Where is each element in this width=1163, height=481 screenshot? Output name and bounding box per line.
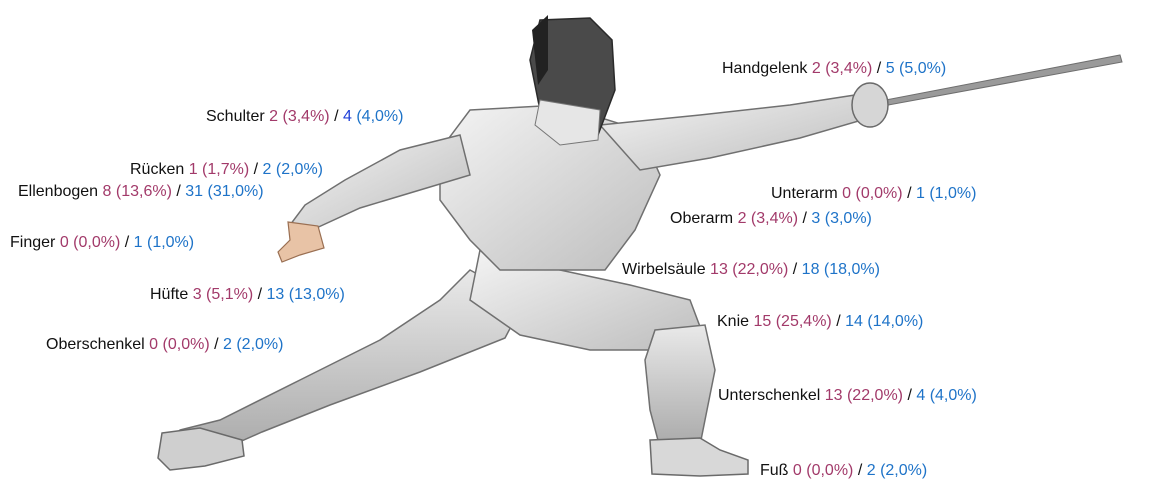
label-huefte: Hüfte 3 (5,1%) / 13 (13,0%)	[150, 286, 345, 304]
count-series-a: 0 (0,0%)	[842, 185, 902, 202]
count-series-a: 2 (3,4%)	[738, 210, 798, 227]
count-series-a: 0 (0,0%)	[793, 462, 853, 479]
label-oberarm: Oberarm 2 (3,4%) / 3 (3,0%)	[670, 210, 872, 228]
separator: /	[125, 234, 129, 251]
count-series-b: 14 (14,0%)	[845, 313, 923, 330]
bodypart-name: Hüfte	[150, 286, 188, 303]
count-series-b: 13 (13,0%)	[267, 286, 345, 303]
front-shoe	[650, 438, 748, 476]
back-arm	[290, 135, 470, 230]
label-unterarm: Unterarm 0 (0,0%) / 1 (1,0%)	[771, 185, 976, 203]
count-series-b: 31 (31,0%)	[185, 183, 263, 200]
count-series-b: 1 (1,0%)	[134, 234, 194, 251]
bodypart-name: Schulter	[206, 108, 265, 125]
count-series-b: 1 (1,0%)	[916, 185, 976, 202]
label-finger: Finger 0 (0,0%) / 1 (1,0%)	[10, 234, 194, 252]
count-series-a: 0 (0,0%)	[149, 336, 209, 353]
bodypart-name: Oberarm	[670, 210, 733, 227]
count-series-a: 13 (22,0%)	[825, 387, 903, 404]
count-series-b: 3 (3,0%)	[811, 210, 871, 227]
count-series-b-percent: (4,0%)	[356, 108, 403, 125]
count-series-a: 2 (3,4%)	[812, 60, 872, 77]
count-series-a: 15 (25,4%)	[753, 313, 831, 330]
separator: /	[258, 286, 262, 303]
separator: /	[214, 336, 218, 353]
separator: /	[793, 261, 797, 278]
count-series-b: 4 (4,0%)	[916, 387, 976, 404]
label-wirbelsaeule: Wirbelsäule 13 (22,0%) / 18 (18,0%)	[622, 261, 880, 279]
separator: /	[254, 161, 258, 178]
label-handgelenk: Handgelenk 2 (3,4%) / 5 (5,0%)	[722, 60, 946, 78]
front-arm	[600, 95, 862, 170]
count-series-a: 2 (3,4%)	[269, 108, 329, 125]
count-series-b: 2 (2,0%)	[263, 161, 323, 178]
bodypart-name: Rücken	[130, 161, 184, 178]
bodypart-name: Handgelenk	[722, 60, 807, 77]
bodypart-name: Fuß	[760, 462, 788, 479]
separator: /	[907, 387, 911, 404]
count-series-b: 18 (18,0%)	[802, 261, 880, 278]
bodypart-name: Unterarm	[771, 185, 838, 202]
front-shin	[645, 325, 715, 448]
count-series-b: 5 (5,0%)	[886, 60, 946, 77]
count-series-b: 2 (2,0%)	[867, 462, 927, 479]
label-knie: Knie 15 (25,4%) / 14 (14,0%)	[717, 313, 923, 331]
separator: /	[907, 185, 911, 202]
label-fuss: Fuß 0 (0,0%) / 2 (2,0%)	[760, 462, 927, 480]
label-ellenbogen: Ellenbogen 8 (13,6%) / 31 (31,0%)	[18, 183, 264, 201]
bodypart-name: Finger	[10, 234, 55, 251]
bodypart-name: Oberschenkel	[46, 336, 145, 353]
bodypart-name: Wirbelsäule	[622, 261, 706, 278]
separator: /	[334, 108, 338, 125]
bodypart-name: Unterschenkel	[718, 387, 820, 404]
separator: /	[858, 462, 862, 479]
bodypart-name: Knie	[717, 313, 749, 330]
count-series-a: 8 (13,6%)	[103, 183, 172, 200]
label-unterschenkel: Unterschenkel 13 (22,0%) / 4 (4,0%)	[718, 387, 977, 405]
separator: /	[877, 60, 881, 77]
label-ruecken: Rücken 1 (1,7%) / 2 (2,0%)	[130, 161, 323, 179]
label-schulter: Schulter 2 (3,4%) / 4 (4,0%)	[206, 108, 403, 126]
count-series-b-number: 4	[343, 108, 352, 125]
separator: /	[176, 183, 180, 200]
count-series-b: 2 (2,0%)	[223, 336, 283, 353]
count-series-a: 0 (0,0%)	[60, 234, 120, 251]
bodypart-name: Ellenbogen	[18, 183, 98, 200]
fencing-guard	[852, 83, 888, 127]
count-series-a: 1 (1,7%)	[189, 161, 249, 178]
separator: /	[836, 313, 840, 330]
label-oberschenkel: Oberschenkel 0 (0,0%) / 2 (2,0%)	[46, 336, 283, 354]
separator: /	[803, 210, 807, 227]
count-series-a: 13 (22,0%)	[710, 261, 788, 278]
count-series-a: 3 (5,1%)	[193, 286, 253, 303]
back-hand	[278, 222, 324, 262]
